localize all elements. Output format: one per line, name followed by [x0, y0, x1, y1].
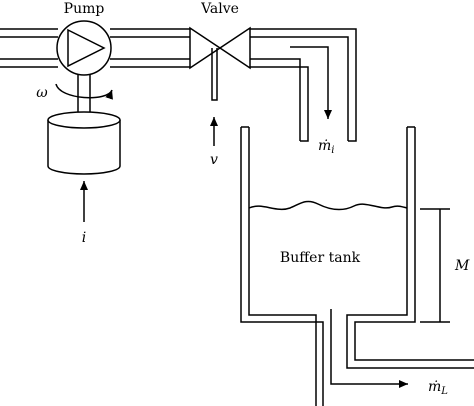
- inlet-flow-arrow: [290, 46, 332, 119]
- outlet-flow-label: ṁL: [428, 379, 448, 397]
- mass-indicator: [420, 208, 450, 323]
- valve-input-label: v: [210, 152, 218, 168]
- buffer-tank: [240, 126, 474, 406]
- mass-label: M: [454, 258, 470, 274]
- outlet-flow-arrow: [330, 309, 408, 388]
- valve: [189, 26, 251, 70]
- valve-label: Valve: [200, 1, 239, 17]
- inlet-flow-label: ṁi: [318, 138, 334, 156]
- rotation-arrow: [55, 83, 113, 100]
- valve-stem: [211, 48, 218, 101]
- tank-label: Buffer tank: [280, 250, 361, 266]
- pump-label: Pump: [64, 1, 105, 17]
- input-i-label: i: [82, 230, 86, 246]
- inlet-pipe: [0, 28, 357, 142]
- pump-shaft: [77, 75, 91, 112]
- liquid-surface: [248, 200, 408, 211]
- omega-label: ω: [36, 85, 48, 101]
- motor: [47, 111, 121, 175]
- pump: [56, 20, 112, 76]
